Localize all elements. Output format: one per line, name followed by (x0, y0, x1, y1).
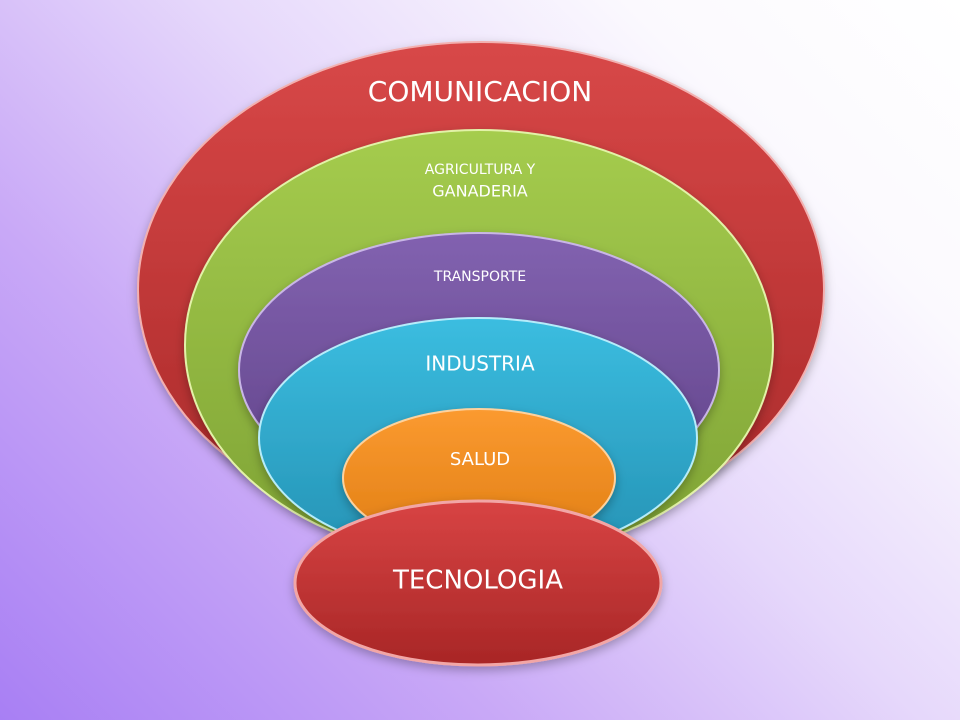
layer-industria-label: INDUSTRIA (425, 352, 535, 376)
layer-comunicacion-label: COMUNICACION (368, 75, 592, 108)
layer-agricultura-label-line1: AGRICULTURA Y (425, 162, 536, 178)
layer-tecnologia-label: TECNOLOGIA (392, 566, 563, 596)
layer-tecnologia-shape (293, 499, 663, 667)
layer-agricultura-label-line2: GANADERIA (432, 182, 528, 201)
layer-transporte-label: TRANSPORTE (433, 269, 526, 285)
layer-tecnologia: TECNOLOGIA (293, 499, 663, 667)
layer-salud-label: SALUD (450, 449, 510, 470)
